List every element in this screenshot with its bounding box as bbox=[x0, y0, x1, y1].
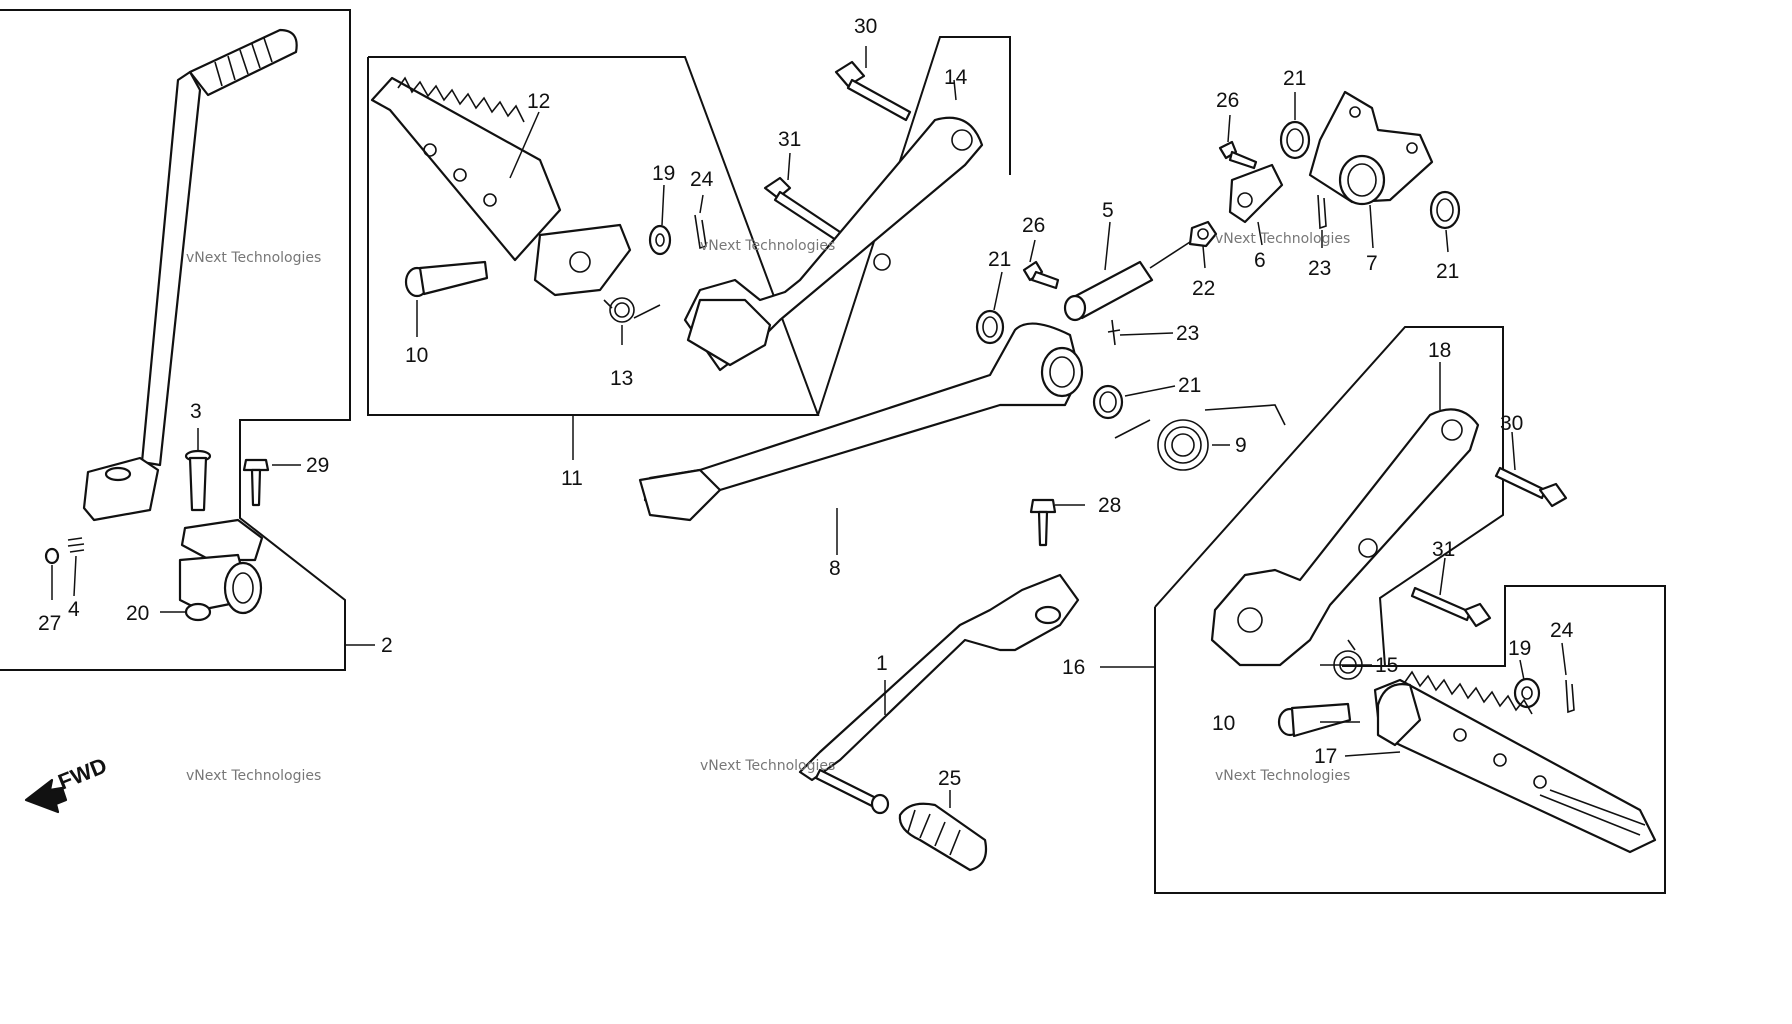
washer-19a bbox=[648, 224, 672, 256]
callout-29: 29 bbox=[306, 454, 329, 477]
frame-kick-starter-group-2 bbox=[0, 9, 375, 671]
callout-27: 27 bbox=[38, 612, 61, 635]
clevis-6 bbox=[1228, 163, 1284, 224]
callout-13: 13 bbox=[610, 367, 633, 390]
spring-9 bbox=[1114, 404, 1286, 471]
spring-15 bbox=[1333, 639, 1363, 680]
callout-16: 16 bbox=[1062, 656, 1085, 679]
bolt-30b bbox=[1494, 466, 1568, 508]
callout-10b: 10 bbox=[1212, 712, 1235, 735]
cotter-pin-24a bbox=[694, 214, 707, 250]
callout-15: 15 bbox=[1375, 654, 1398, 677]
bracket-18 bbox=[1210, 408, 1480, 667]
callout-19b: 19 bbox=[1508, 637, 1531, 660]
callout-24a: 24 bbox=[690, 168, 714, 191]
callout-6: 6 bbox=[1254, 249, 1266, 272]
pin-10a bbox=[404, 260, 489, 298]
pivot-bracket-7 bbox=[1308, 90, 1434, 206]
callout-17: 17 bbox=[1314, 745, 1337, 768]
watermark-text: vNext Technologies bbox=[700, 758, 835, 774]
callout-21a: 21 bbox=[988, 248, 1011, 271]
nut-22 bbox=[1188, 220, 1218, 248]
callout-30b: 30 bbox=[1500, 412, 1523, 435]
watermark-text: vNext Technologies bbox=[700, 238, 835, 254]
callout-10a: 10 bbox=[405, 344, 428, 367]
callout-22: 22 bbox=[1192, 277, 1215, 300]
rod-5 bbox=[1063, 241, 1191, 322]
washer-21b bbox=[1279, 120, 1311, 160]
cotter-pin-24b bbox=[1565, 679, 1575, 714]
fwd-label: FWD bbox=[55, 753, 111, 795]
bolt-30a bbox=[834, 60, 912, 122]
ball-27 bbox=[44, 547, 60, 565]
callout-labels: 1 2 3 4 5 6 7 8 9 10 10 11 12 13 14 15 1… bbox=[38, 15, 1574, 790]
callout-21c: 21 bbox=[1178, 374, 1201, 397]
bracket-14 bbox=[683, 116, 984, 372]
callout-1: 1 bbox=[876, 652, 888, 675]
callout-8: 8 bbox=[829, 557, 841, 580]
clip-23b bbox=[1107, 319, 1121, 346]
callout-30a: 30 bbox=[854, 15, 877, 38]
bolt-28 bbox=[1029, 498, 1057, 547]
callout-20: 20 bbox=[126, 602, 149, 625]
watermarks: vNext Technologies vNext Technologies vN… bbox=[186, 231, 1350, 784]
kick-pivot-yoke bbox=[178, 518, 264, 615]
washer-21c bbox=[1092, 384, 1124, 420]
callout-12: 12 bbox=[527, 90, 550, 113]
callout-19a: 19 bbox=[652, 162, 675, 185]
callout-2: 2 bbox=[381, 634, 393, 657]
bolt-26a bbox=[1218, 140, 1258, 170]
fwd-direction-arrow: FWD bbox=[24, 753, 111, 814]
callout-26b: 26 bbox=[1022, 214, 1045, 237]
callout-7: 7 bbox=[1366, 252, 1378, 275]
pin-3 bbox=[184, 449, 212, 512]
brake-pedal-8 bbox=[638, 322, 1084, 555]
callout-28: 28 bbox=[1098, 494, 1121, 517]
rubber-25 bbox=[898, 802, 988, 872]
frame-step-group-11 bbox=[367, 36, 1011, 460]
callout-31a: 31 bbox=[778, 128, 801, 151]
washer-20 bbox=[184, 602, 212, 622]
callout-5: 5 bbox=[1102, 199, 1114, 222]
callout-21b: 21 bbox=[1283, 67, 1306, 90]
callout-23b: 23 bbox=[1176, 322, 1199, 345]
callout-14: 14 bbox=[944, 66, 968, 89]
callout-3: 3 bbox=[190, 400, 202, 423]
callout-25: 25 bbox=[938, 767, 961, 790]
pin-10b bbox=[1277, 702, 1352, 738]
cotter-pin-23a bbox=[1317, 194, 1327, 230]
washer-21d bbox=[1429, 190, 1461, 230]
washer-21a bbox=[975, 309, 1005, 345]
leader-lines bbox=[51, 46, 1567, 808]
watermark-text: vNext Technologies bbox=[1215, 768, 1350, 784]
callout-24b: 24 bbox=[1550, 619, 1574, 642]
bolt-31b bbox=[1410, 586, 1492, 628]
callout-11: 11 bbox=[561, 467, 583, 490]
bolt-29 bbox=[242, 458, 270, 507]
spring-13 bbox=[603, 297, 661, 323]
washer-19b bbox=[1513, 677, 1541, 709]
bolt-26b bbox=[1022, 260, 1060, 290]
watermark-text: vNext Technologies bbox=[1215, 231, 1350, 247]
callout-26a: 26 bbox=[1216, 89, 1239, 112]
kick-starter-arm bbox=[82, 28, 298, 522]
callout-21d: 21 bbox=[1436, 260, 1459, 283]
spring-4 bbox=[67, 537, 85, 553]
callout-4: 4 bbox=[68, 598, 80, 621]
callout-9: 9 bbox=[1235, 434, 1247, 457]
bolt-31a bbox=[763, 176, 842, 242]
callout-18: 18 bbox=[1428, 339, 1451, 362]
callout-23a: 23 bbox=[1308, 257, 1331, 280]
shift-pedal-1 bbox=[798, 573, 1080, 815]
watermark-text: vNext Technologies bbox=[186, 768, 321, 784]
footpeg-12 bbox=[370, 76, 632, 297]
callout-31b: 31 bbox=[1432, 538, 1455, 561]
footpeg-17 bbox=[1373, 670, 1657, 854]
watermark-text: vNext Technologies bbox=[186, 250, 321, 266]
